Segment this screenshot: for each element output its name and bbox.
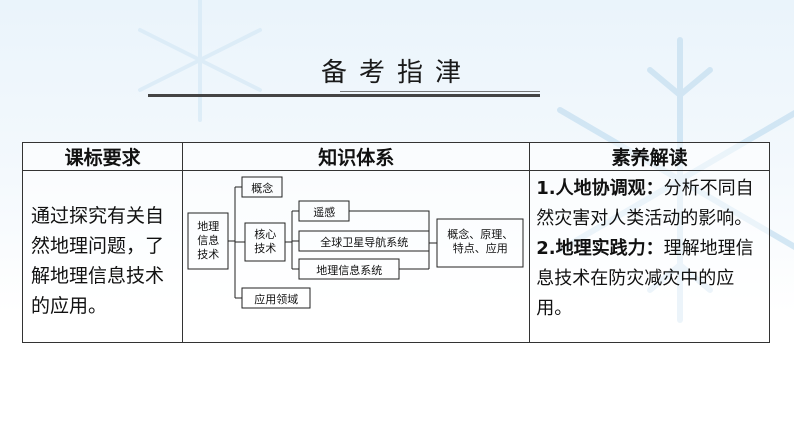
node-gis: 地理信息系统 xyxy=(316,264,383,277)
node-remote-sensing: 遥感 xyxy=(313,206,336,219)
node-core-tech: 核心 技术 xyxy=(245,228,285,256)
knowledge-cell: 地理 信息 技术 概念 核心 技术 应用领域 遥感 全球卫星导航系统 地理信息系… xyxy=(182,170,531,343)
node-summary: 概念、原理、 特点、应用 xyxy=(437,228,523,256)
knowledge-diagram: 地理 信息 技术 概念 核心 技术 应用领域 遥感 全球卫星导航系统 地理信息系… xyxy=(183,171,529,342)
interpretation-lead: 1.人地协调观： xyxy=(536,178,664,199)
table-row: 通过探究有关自然地理问题，了解地理信息技术的应用。 xyxy=(21,170,770,343)
interpretation-item-1: 1.人地协调观：分析不同自然灾害对人类活动的影响。 xyxy=(536,174,763,234)
header-requirement: 课标要求 xyxy=(21,142,184,171)
interpretation-item-2: 2.地理实践力：理解地理信息技术在防灾减灾中的应用。 xyxy=(536,234,763,324)
interpretation-text: 1.人地协调观：分析不同自然灾害对人类活动的影响。 2.地理实践力：理解地理信息… xyxy=(530,171,769,324)
requirement-text: 通过探究有关自然地理问题，了解地理信息技术的应用。 xyxy=(31,205,165,317)
table-header-row: 课标要求 知识体系 素养解读 xyxy=(21,142,770,171)
interpretation-lead: 2.地理实践力： xyxy=(536,238,664,259)
node-concept: 概念 xyxy=(251,182,274,195)
node-text-line: 信息 xyxy=(197,234,220,247)
title-underline-thin xyxy=(340,91,540,92)
node-gnss: 全球卫星导航系统 xyxy=(320,236,409,249)
knowledge-diagram-lines xyxy=(187,176,524,309)
node-text-line: 特点、应用 xyxy=(452,242,508,255)
page-title: 备考指津 xyxy=(320,58,473,88)
interpretation-body: 分析不同自然灾害对人类活动的影响。 xyxy=(536,178,754,229)
node-application-field: 应用领域 xyxy=(254,293,299,306)
header-interpretation: 素养解读 xyxy=(529,142,770,171)
node-text-line: 地理 xyxy=(197,220,220,233)
node-text-line: 概念、原理、 xyxy=(447,228,514,241)
node-geo-info-tech: 地理 信息 技术 xyxy=(188,220,228,262)
title-underline xyxy=(148,94,540,97)
interpretation-cell: 1.人地协调观：分析不同自然灾害对人类活动的影响。 2.地理实践力：理解地理信息… xyxy=(529,170,770,343)
interpretation-body: 理解地理信息技术在防灾减灾中的应用。 xyxy=(536,238,754,319)
prep-guide-table: 课标要求 知识体系 素养解读 通过探究有关自然地理问题，了解地理信息技术的应用。 xyxy=(21,142,770,343)
node-text-line: 技术 xyxy=(197,248,220,261)
requirement-cell: 通过探究有关自然地理问题，了解地理信息技术的应用。 xyxy=(21,170,184,343)
node-text-line: 技术 xyxy=(254,242,277,255)
node-text-line: 核心 xyxy=(254,228,277,241)
header-knowledge: 知识体系 xyxy=(182,142,531,171)
